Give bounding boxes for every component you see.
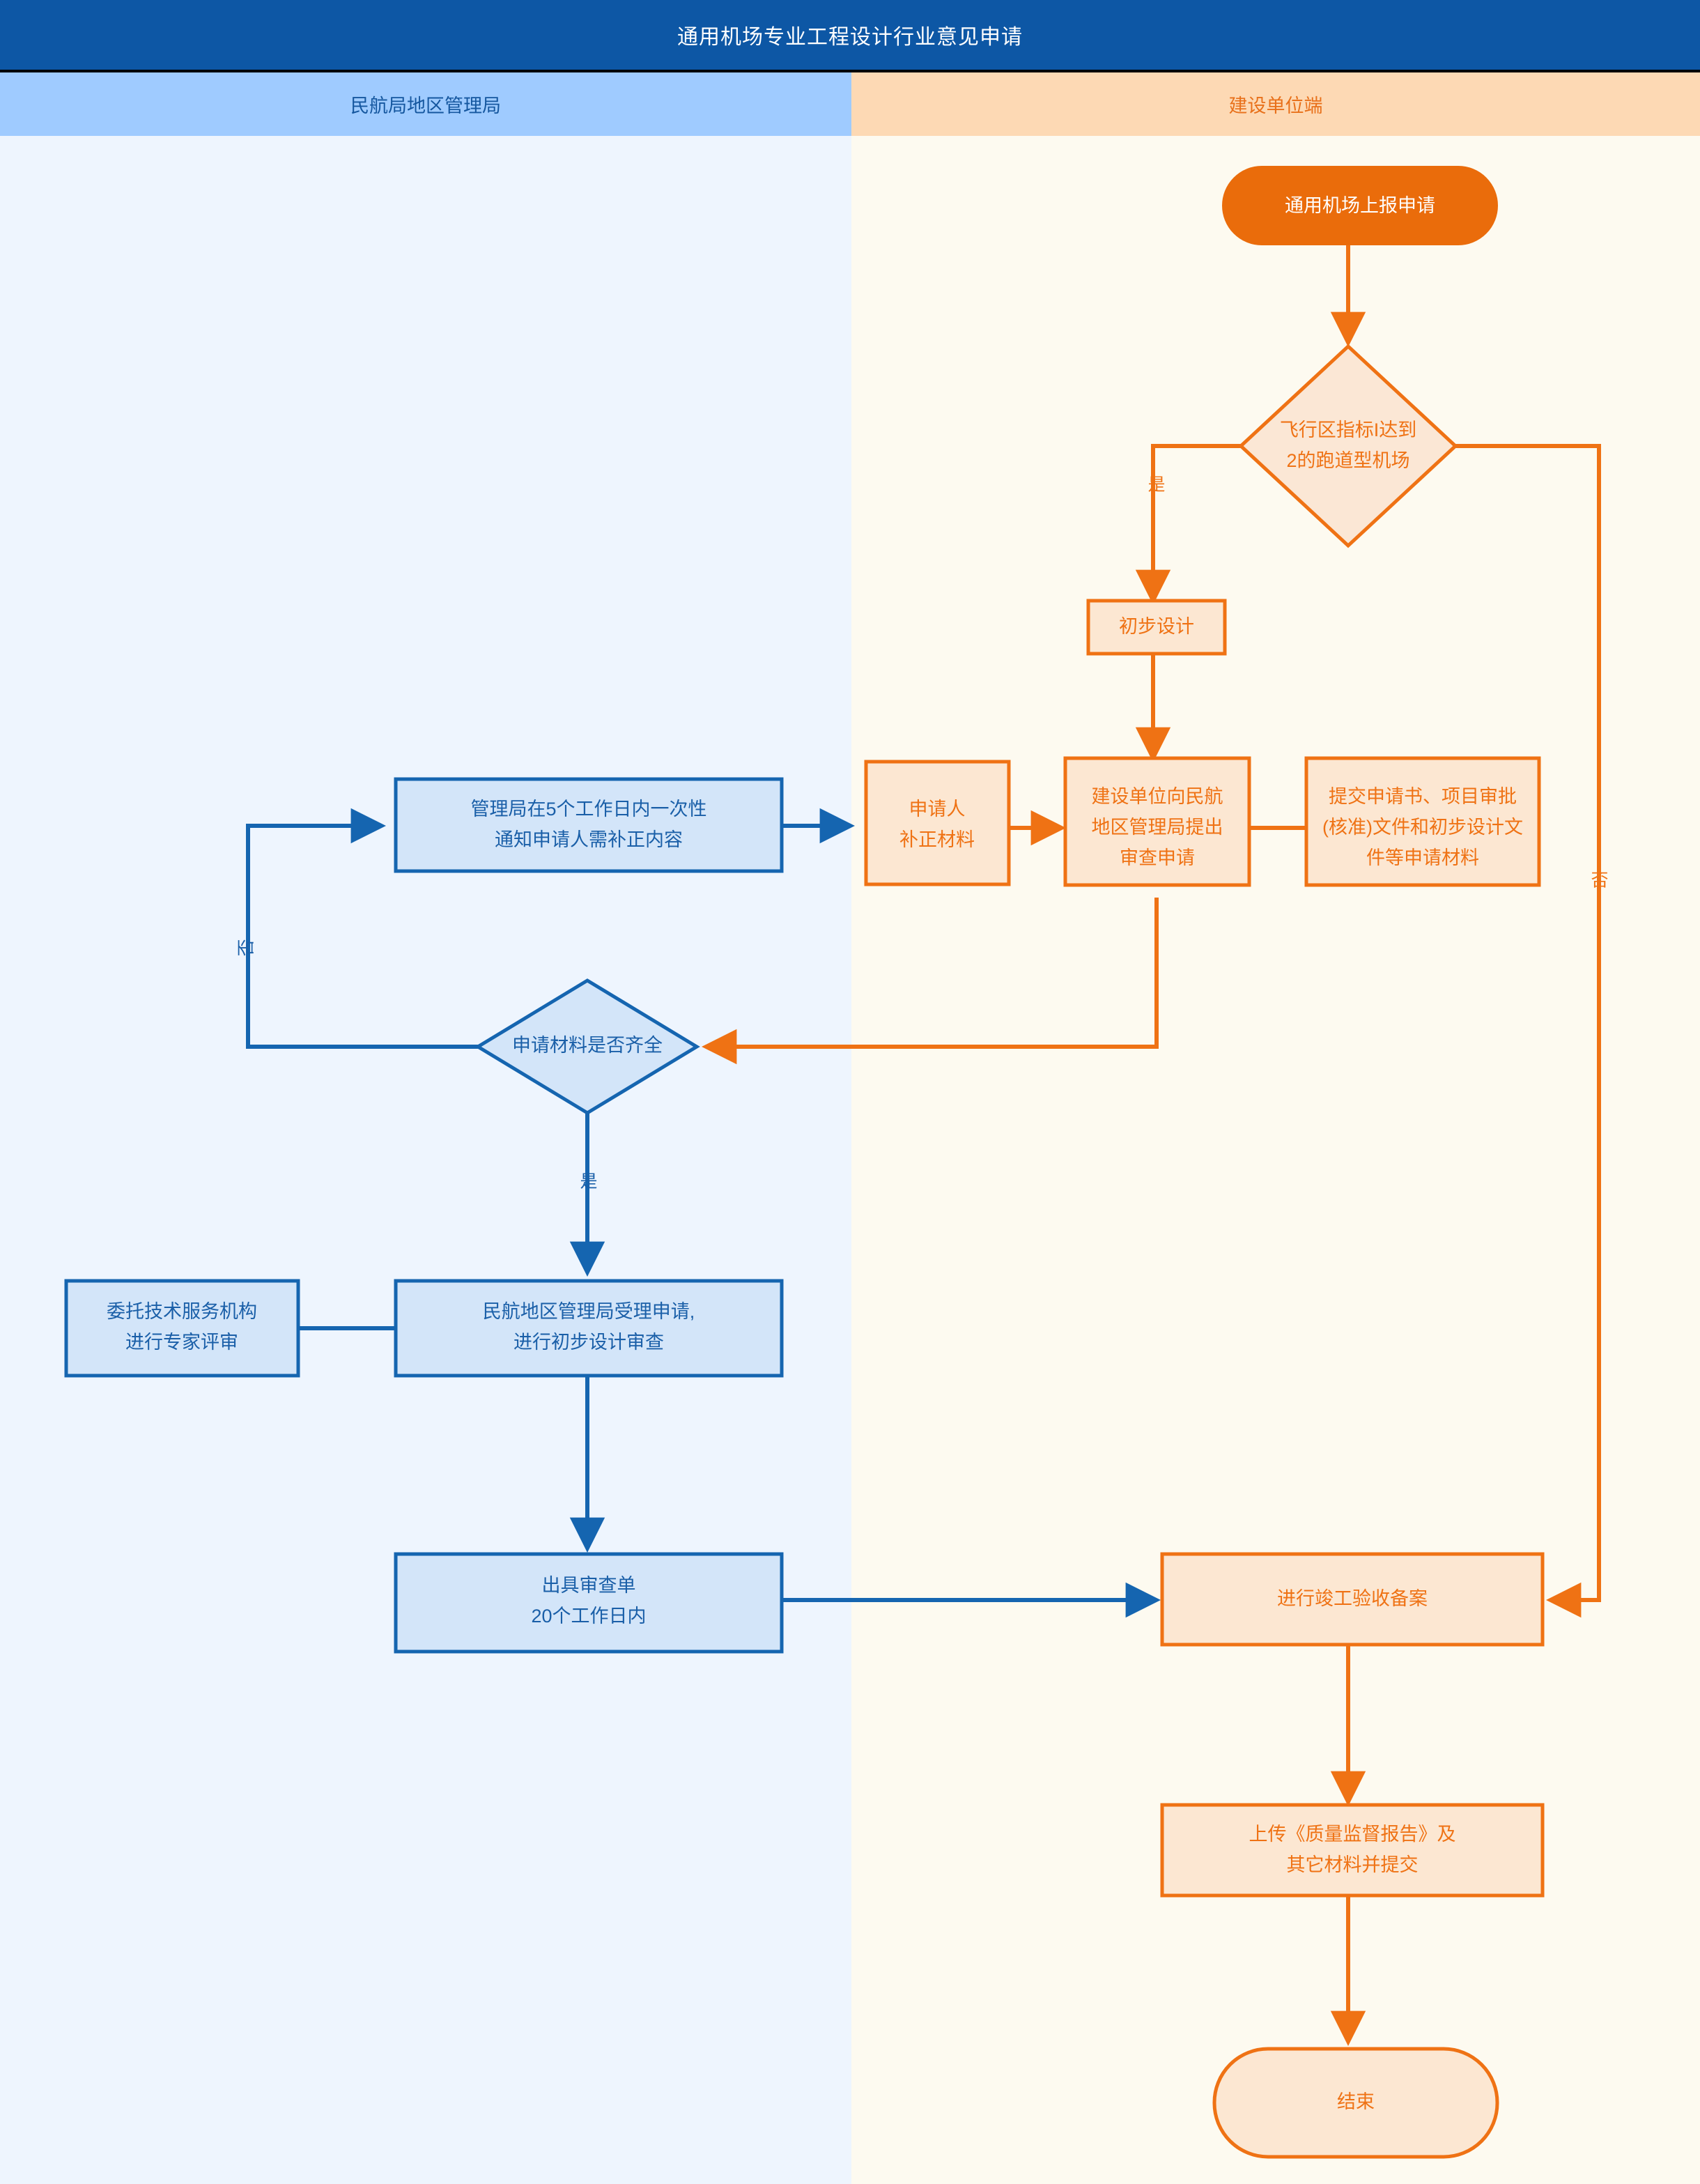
node-upload-report[interactable]: 上传《质量监督报告》及 其它材料并提交 [1160, 1803, 1545, 1898]
node-accept-review-line1: 民航地区管理局受理申请, [483, 1301, 695, 1322]
node-completion-filing-shape [1160, 1552, 1545, 1647]
node-notify-correction-line1: 管理局在5个工作日内一次性 [470, 799, 706, 820]
edge-complete-no-to-notify [246, 808, 480, 1049]
lane-header-applicant-label: 建设单位端 [1228, 95, 1323, 116]
node-materials-list-line1: 提交申请书、项目审批 [1329, 786, 1517, 807]
edge-label-runway-yes: 是 [1148, 475, 1165, 495]
node-start-label: 通用机场上报申请 [1285, 195, 1435, 216]
node-notify-correction-line2: 通知申请人需补正内容 [495, 829, 683, 850]
edge-label-complete-no: 否 [237, 939, 256, 956]
node-start-shape [1222, 166, 1498, 245]
node-decision-runway-line2: 2的跑道型机场 [1286, 450, 1409, 471]
edge-runway-yes-to-preliminary [1135, 444, 1241, 605]
node-materials-list-line3: 件等申请材料 [1366, 847, 1479, 868]
node-decision-materials-complete[interactable]: 申请材料是否齐全 [474, 978, 700, 1115]
node-materials-list-shape [1304, 756, 1541, 887]
node-accept-review[interactable]: 民航地区管理局受理申请, 进行初步设计审查 [394, 1279, 784, 1378]
node-accept-review-line2: 进行初步设计审查 [513, 1332, 664, 1353]
node-expert-review-shape [64, 1279, 300, 1378]
lane-header-applicant: 建设单位端 [851, 72, 1700, 136]
node-expert-review-line1: 委托技术服务机构 [107, 1301, 257, 1322]
lane-header-authority-label: 民航局地区管理局 [350, 95, 501, 116]
node-upload-report-line2: 其它材料并提交 [1287, 1854, 1419, 1875]
node-preliminary-design-shape [1086, 599, 1227, 656]
node-completion-filing[interactable]: 进行竣工验收备案 [1160, 1552, 1545, 1647]
node-end-label: 结束 [1337, 2091, 1375, 2112]
node-expert-review[interactable]: 委托技术服务机构 进行专家评审 [64, 1279, 300, 1378]
node-applicant-correct-line1: 申请人 [909, 799, 966, 820]
node-preliminary-design-label: 初步设计 [1119, 616, 1194, 637]
edge-label-complete-yes: 是 [580, 1172, 597, 1192]
node-applicant-correct-shape [864, 760, 1011, 886]
node-submit-review-shape [1063, 756, 1251, 887]
page-title: 通用机场专业工程设计行业意见申请 [677, 26, 1023, 49]
node-issue-sheet-shape [394, 1552, 784, 1654]
diagram-title-bar: 通用机场专业工程设计行业意见申请 [0, 0, 1700, 70]
node-start[interactable]: 通用机场上报申请 [1222, 166, 1498, 245]
node-decision-runway[interactable]: 飞行区指标I达到 2的跑道型机场 [1238, 344, 1458, 548]
node-submit-review-line2: 地区管理局提出 [1092, 817, 1223, 838]
lane-header-authority: 民航局地区管理局 [0, 72, 851, 136]
node-upload-report-line1: 上传《质量监督报告》及 [1249, 1824, 1456, 1845]
node-issue-sheet[interactable]: 出具审查单 20个工作日内 [394, 1552, 784, 1654]
lane-body-authority [0, 136, 851, 2184]
node-submit-review-line3: 审查申请 [1120, 847, 1195, 868]
node-end[interactable]: 结束 [1212, 2047, 1499, 2159]
node-decision-materials-complete-shape [474, 978, 700, 1115]
node-materials-list[interactable]: 提交申请书、项目审批 (核准)文件和初步设计文 件等申请材料 [1304, 756, 1541, 887]
edge-submit-to-complete-decision [702, 898, 1159, 1065]
node-issue-sheet-line2: 20个工作日内 [531, 1606, 646, 1627]
node-issue-sheet-line1: 出具审查单 [542, 1575, 636, 1596]
node-submit-review-line1: 建设单位向民航 [1092, 786, 1223, 807]
node-decision-runway-line1: 飞行区指标I达到 [1280, 420, 1417, 440]
node-submit-review[interactable]: 建设单位向民航 地区管理局提出 审查申请 [1063, 756, 1251, 887]
node-upload-report-shape [1160, 1803, 1545, 1898]
node-decision-materials-complete-label: 申请材料是否齐全 [512, 1035, 663, 1056]
edge-runway-no-to-completion [1455, 444, 1601, 1618]
node-accept-review-shape [394, 1279, 784, 1378]
node-completion-filing-label: 进行竣工验收备案 [1277, 1588, 1428, 1609]
node-preliminary-design[interactable]: 初步设计 [1086, 599, 1227, 656]
node-decision-runway-shape [1238, 344, 1458, 548]
node-materials-list-line2: (核准)文件和初步设计文 [1322, 817, 1523, 838]
title-divider [0, 70, 1700, 72]
node-expert-review-line2: 进行专家评审 [125, 1332, 238, 1353]
node-notify-correction[interactable]: 管理局在5个工作日内一次性 通知申请人需补正内容 [394, 777, 784, 873]
edge-label-runway-no: 否 [1591, 871, 1608, 891]
node-applicant-correct-line2: 补正材料 [899, 829, 975, 850]
node-applicant-correct[interactable]: 申请人 补正材料 [864, 760, 1011, 886]
node-notify-correction-shape [394, 777, 784, 873]
node-end-shape [1212, 2047, 1499, 2159]
